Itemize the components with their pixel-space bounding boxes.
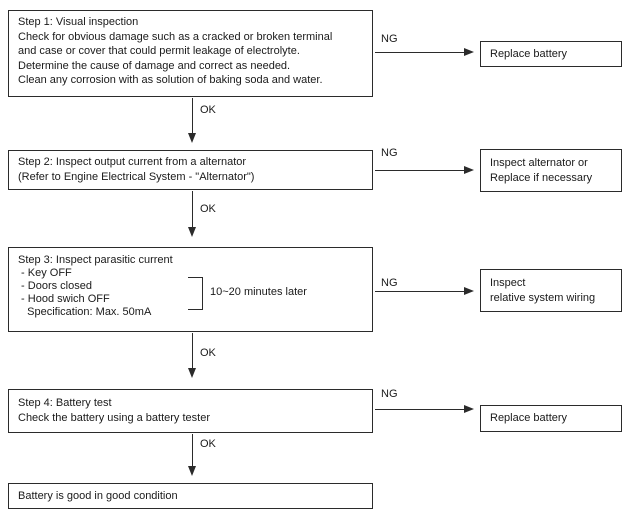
step3-line: Specification: Max. 50mA xyxy=(18,306,152,318)
ok-label-step4: OK xyxy=(200,438,216,450)
step4-line: Step 4: Battery test xyxy=(18,397,112,409)
ng-arrow-step4 xyxy=(375,405,474,413)
step1-line: and case or cover that could permit leak… xyxy=(18,45,300,57)
ng-label-step4: NG xyxy=(381,388,398,400)
ok-label-step3: OK xyxy=(200,347,216,359)
result-line: Replace battery xyxy=(490,47,568,60)
step2-box: Step 2: Inspect output current from a al… xyxy=(8,150,373,190)
step4-line: Check the battery using a battery tester xyxy=(18,411,210,424)
step4-box: Step 4: Battery test Check the battery u… xyxy=(8,389,373,433)
step3-line: - Key OFF xyxy=(18,267,72,279)
inspect-wiring-box: Inspect relative system wiring xyxy=(480,269,622,312)
result-line: relative system wiring xyxy=(490,291,596,304)
result-line: Inspect alternator or xyxy=(490,157,588,169)
ng-arrow-step2 xyxy=(375,166,474,174)
step1-box: Step 1: Visual inspection Check for obvi… xyxy=(8,10,373,97)
step3-box: Step 3: Inspect parasitic current - Key … xyxy=(8,247,373,332)
result-line: Inspect xyxy=(490,277,526,289)
step1-line: Step 1: Visual inspection xyxy=(18,16,139,28)
grouping-bracket xyxy=(188,277,203,310)
replace-battery-box-2: Replace battery xyxy=(480,405,622,432)
step1-line: Determine the cause of damage and correc… xyxy=(18,59,291,72)
ng-arrow-step1 xyxy=(375,48,474,56)
final-result-box: Battery is good in good condition xyxy=(8,483,373,509)
ok-arrow-step3 xyxy=(188,333,196,378)
duration-note: 10~20 minutes later xyxy=(210,286,307,298)
ng-label-step3: NG xyxy=(381,277,398,289)
step2-line: (Refer to Engine Electrical System - "Al… xyxy=(18,170,255,183)
result-line: Replace if necessary xyxy=(490,171,593,184)
result-line: Replace battery xyxy=(490,412,568,425)
step3-line: Step 3: Inspect parasitic current xyxy=(18,254,173,266)
step2-line: Step 2: Inspect output current from a al… xyxy=(18,156,247,168)
final-result-line: Battery is good in good condition xyxy=(18,489,178,502)
ok-arrow-step1 xyxy=(188,98,196,143)
ng-label-step1: NG xyxy=(381,33,398,45)
ok-arrow-step4 xyxy=(188,434,196,476)
ng-arrow-step3 xyxy=(375,287,474,295)
step3-line: - Hood swich OFF xyxy=(18,293,110,305)
step1-line: Clean any corrosion with as solution of … xyxy=(18,74,323,86)
inspect-alternator-box: Inspect alternator or Replace if necessa… xyxy=(480,149,622,192)
replace-battery-box-1: Replace battery xyxy=(480,41,622,67)
ok-arrow-step2 xyxy=(188,191,196,237)
step3-line: - Doors closed xyxy=(18,280,92,292)
ng-label-step2: NG xyxy=(381,147,398,159)
step1-line: Check for obvious damage such as a crack… xyxy=(18,30,333,43)
ok-label-step1: OK xyxy=(200,104,216,116)
ok-label-step2: OK xyxy=(200,203,216,215)
